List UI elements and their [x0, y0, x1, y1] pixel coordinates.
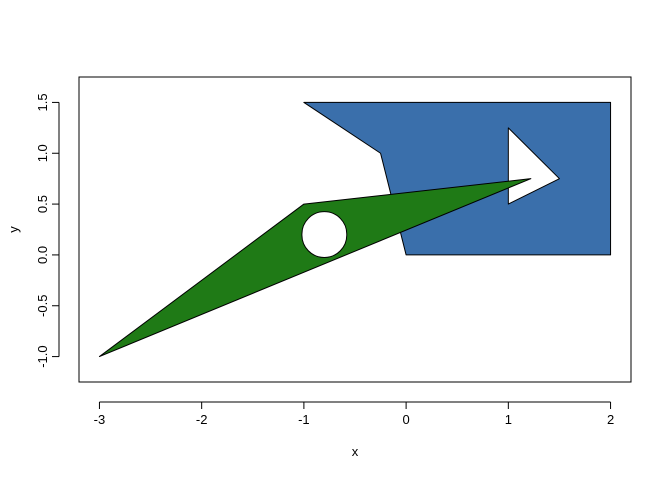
plot-frame	[78, 76, 632, 383]
blue-polygon	[303, 101, 612, 256]
y-axis: -1.0 -0.5 0.0 0.5 1.0 1.5	[35, 93, 60, 368]
x-axis: -3 -2 -1 0 1 2	[94, 401, 614, 427]
x-axis-label: x	[352, 444, 359, 459]
y-tick-label: 0.5	[35, 195, 50, 213]
y-tick-label: 0.0	[35, 246, 50, 264]
shapes-layer	[98, 101, 612, 358]
green-polygon	[98, 178, 532, 358]
x-tick-label: 0	[402, 412, 409, 427]
x-tick-label: -3	[94, 412, 106, 427]
x-tick-label: -1	[298, 412, 310, 427]
y-tick-label: -1.0	[35, 345, 50, 367]
y-tick-label: 1.0	[35, 144, 50, 162]
x-tick-label: -2	[196, 412, 208, 427]
y-tick-label: 1.5	[35, 93, 50, 111]
x-tick-label: 1	[505, 412, 512, 427]
x-tick-label: 2	[607, 412, 614, 427]
y-tick-label: -0.5	[35, 295, 50, 317]
y-axis-label: y	[6, 226, 21, 233]
